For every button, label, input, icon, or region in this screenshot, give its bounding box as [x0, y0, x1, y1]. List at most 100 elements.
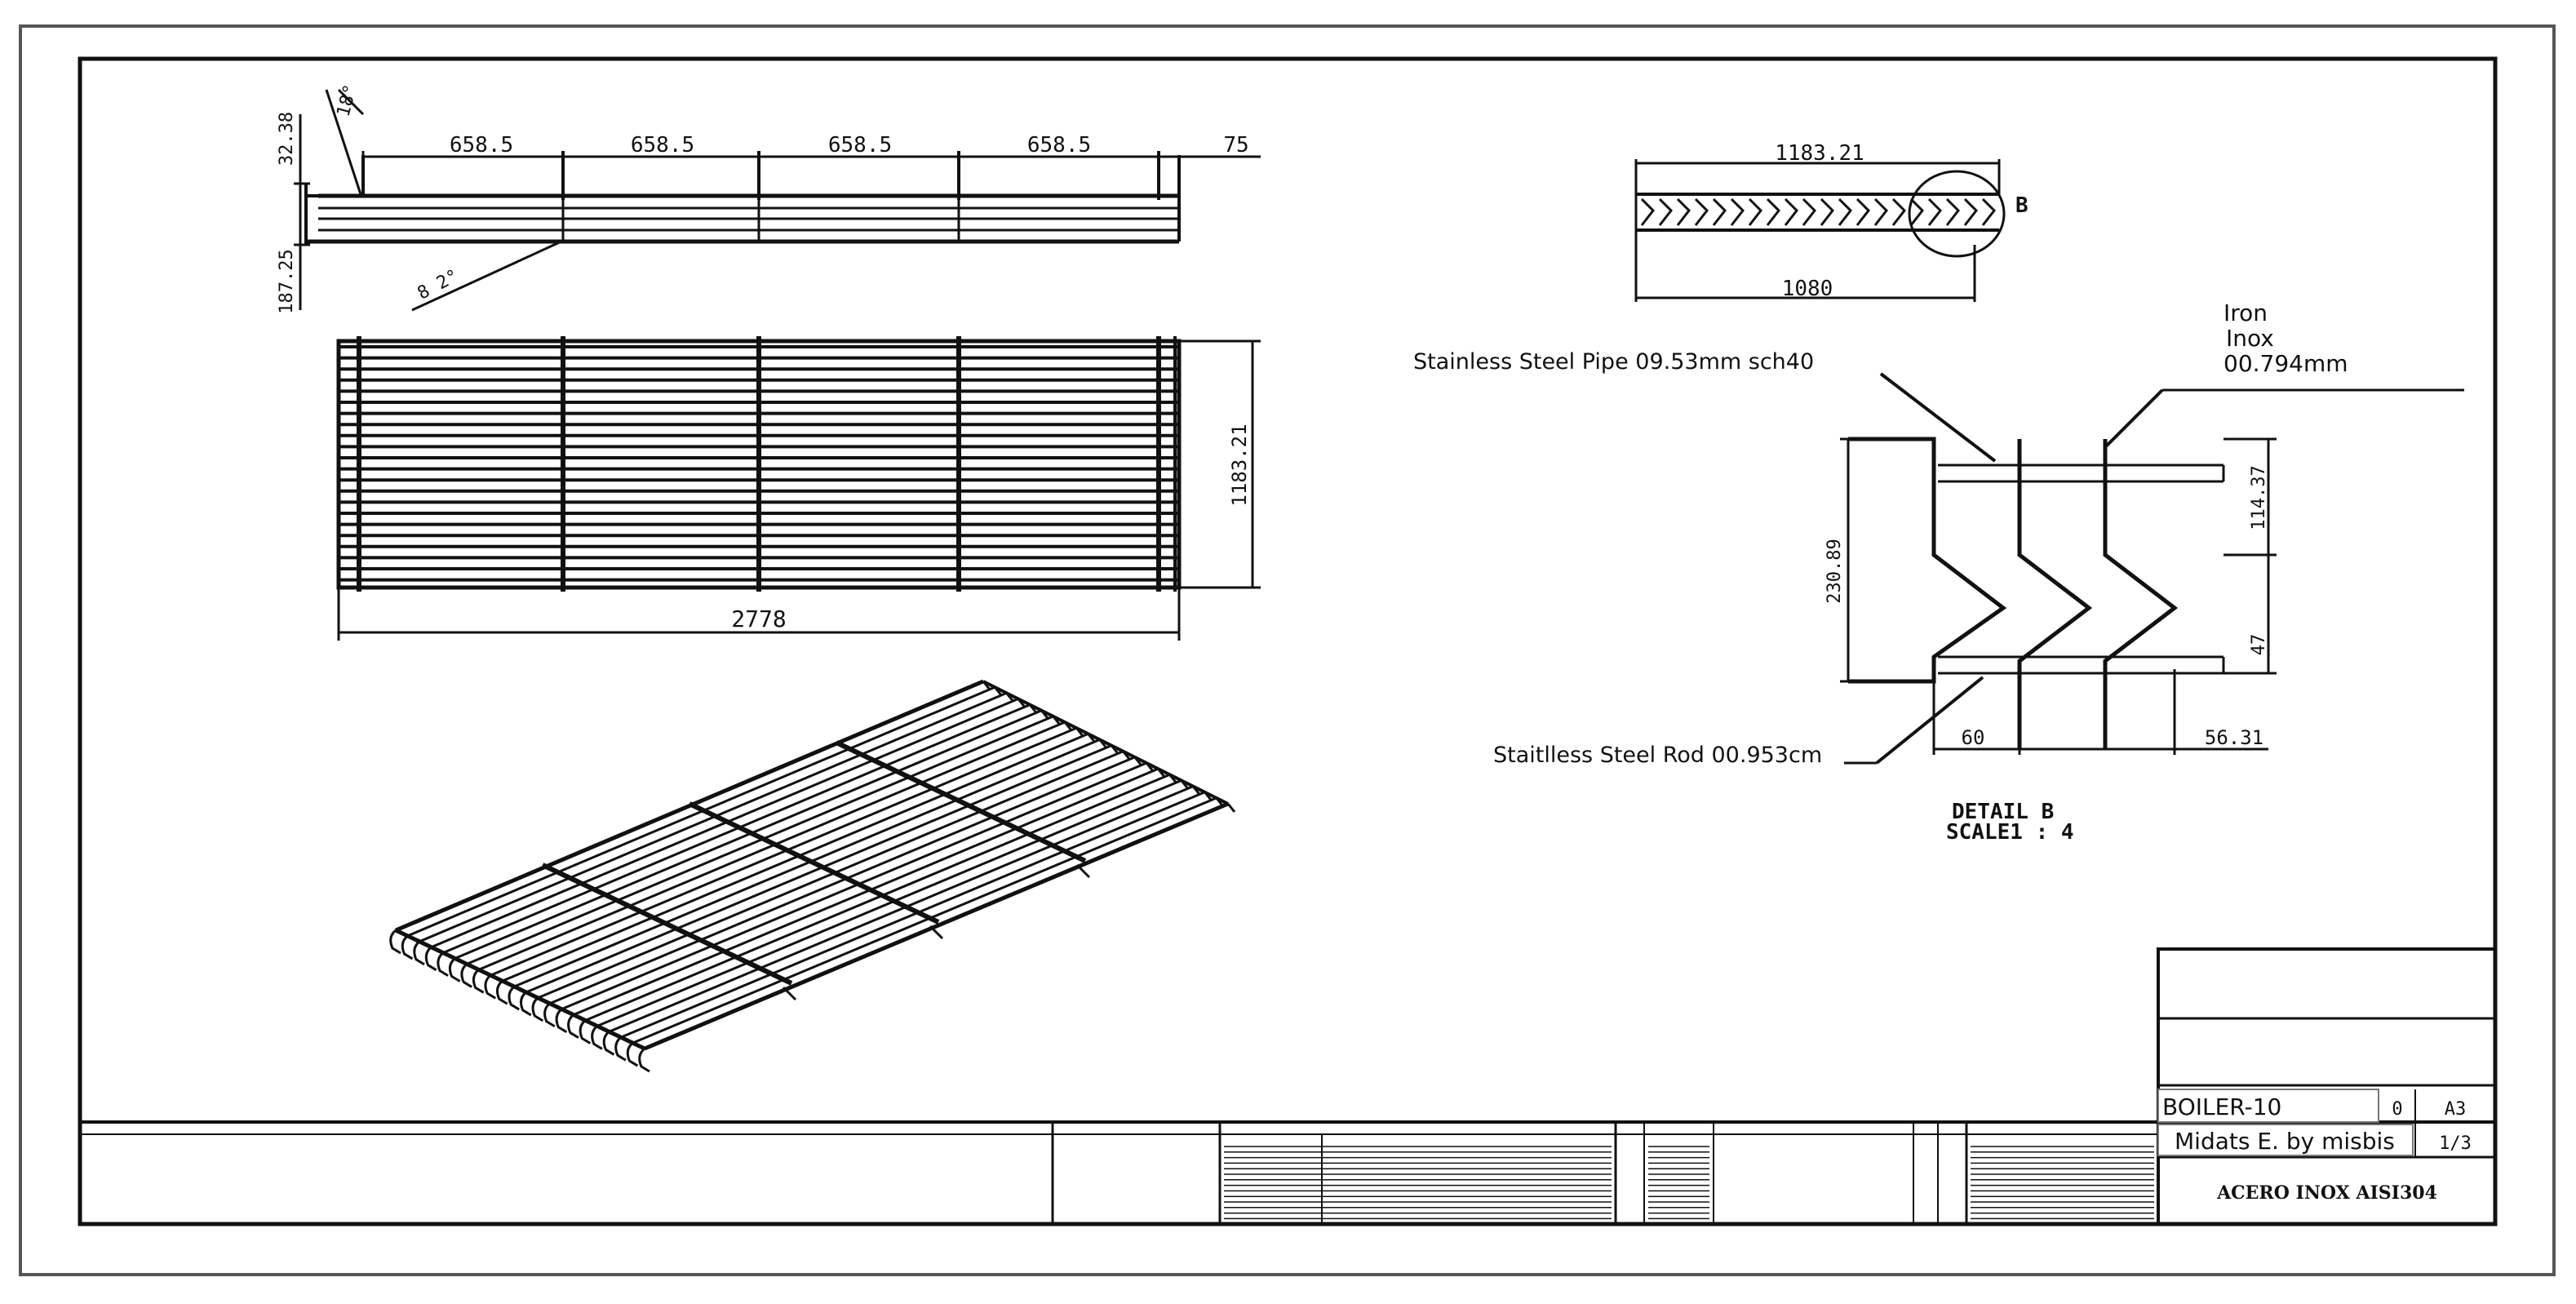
iso-rail [466, 715, 1054, 965]
iso-curl [555, 1008, 568, 1033]
iso-rail [478, 721, 1066, 971]
iso-curl [626, 1041, 639, 1067]
side-chevron [1927, 197, 1942, 226]
iso-curl [413, 940, 425, 966]
segment-dim-4: 658.5 [1027, 133, 1091, 157]
iso-end-tick [1028, 703, 1038, 714]
side-chevron [1676, 197, 1691, 226]
segment-dim-2: 658.5 [631, 133, 694, 157]
side-chevron [1945, 197, 1960, 226]
isometric-view [389, 679, 1236, 1073]
iso-curl [424, 946, 437, 971]
drawing-border [78, 56, 2498, 1226]
side-chevron [1712, 197, 1727, 226]
segment-dim-1: 658.5 [450, 133, 513, 157]
iron-label-2: Inox [2226, 325, 2274, 352]
iso-rail [454, 709, 1043, 960]
iso-end-tick [1110, 744, 1120, 755]
side-chevron [1658, 197, 1673, 226]
side-chevron [1981, 197, 1996, 226]
iso-curl [591, 1025, 603, 1050]
revision: 0 [2392, 1099, 2402, 1120]
angle-dim-top: 18° [334, 82, 361, 119]
side-bottom-dim: 1080 [1782, 277, 1833, 301]
iron-label-3: 00.794mm [2224, 350, 2348, 377]
iso-curl [508, 985, 521, 1011]
iso-end-tick [1145, 762, 1155, 772]
iso-rail [502, 732, 1089, 982]
outer-frame [19, 24, 2556, 1276]
iso-end-tick [1191, 785, 1201, 796]
iso-rail [561, 761, 1147, 1011]
side-view-labels: 1183.21 1080 B [1775, 141, 2028, 301]
detail-caption-2: SCALE1 : 4 [1946, 820, 2074, 845]
iso-end-tick [1215, 796, 1224, 807]
iso-rail [513, 738, 1101, 988]
iso-rail [608, 785, 1194, 1033]
drawing-name: BOILER-10 [2162, 1093, 2281, 1120]
iso-end-tick [1005, 692, 1014, 703]
iso-rail [525, 744, 1112, 994]
side-chevron [1838, 197, 1852, 226]
side-chevron [1820, 197, 1834, 226]
iso-end-tick [1040, 709, 1049, 720]
detail-dim-right-top: 114.37 [2249, 465, 2269, 530]
iso-end-tick [1180, 779, 1190, 790]
plan-width-dim: 1183.21 [1228, 424, 1251, 506]
side-chevron [1766, 197, 1780, 226]
iso-curl [520, 991, 532, 1017]
left-dim-top: 32.38 [277, 112, 297, 166]
detail-b-circle [1908, 170, 2006, 258]
iso-curl [531, 996, 544, 1022]
plan-view-labels: 2778 1183.21 [731, 424, 1251, 632]
iso-curl [484, 974, 496, 1000]
detail-dim-left: 230.89 [1824, 539, 1845, 603]
iso-end-tick [1098, 738, 1108, 749]
iso-end-tick [1122, 750, 1131, 761]
iso-end-tick [1052, 715, 1061, 725]
iron-label-1: Iron [2224, 299, 2268, 326]
iso-rail [549, 756, 1136, 1005]
side-chevron [1873, 197, 1888, 226]
drawing-name-box [2157, 1089, 2379, 1123]
sheet-size: A3 [2445, 1099, 2467, 1120]
top-elevation-labels: 658.5 658.5 658.5 658.5 75 32.38 187.25 … [277, 82, 1249, 314]
rod-label: Staitlless Steel Rod 00.953cm [1493, 743, 1822, 768]
side-chevron [1891, 197, 1906, 226]
side-chevron [1640, 197, 1655, 226]
iso-curl [437, 951, 449, 977]
iso-curl [638, 1047, 650, 1073]
iso-curl [389, 929, 401, 955]
side-chevron [1784, 197, 1798, 226]
iso-curl [579, 1019, 592, 1045]
author: Midats E. by misbis [2175, 1128, 2395, 1155]
iso-end-tick [994, 686, 1003, 697]
top-elevation-view [294, 88, 1261, 312]
detail-b-view [1840, 372, 2464, 765]
left-dim-bottom: 187.25 [277, 249, 297, 313]
side-chevron [1856, 197, 1870, 226]
author-box [2157, 1124, 2414, 1156]
iso-curl [543, 1002, 556, 1028]
iso-curl [448, 957, 461, 982]
detail-dim-right-bottom: 47 [2249, 634, 2269, 656]
side-chevron [1730, 197, 1745, 226]
iso-curl [602, 1031, 615, 1056]
side-chevron [1694, 197, 1709, 226]
side-chevron [1909, 197, 1924, 226]
iso-rail [584, 773, 1171, 1022]
iso-curl [495, 979, 508, 1005]
pipe-label: Stainless Steel Pipe 09.53mm sch40 [1413, 349, 1814, 375]
title-block-frame [80, 947, 2497, 1226]
iso-rail [596, 779, 1182, 1027]
iso-end-tick [1133, 756, 1142, 766]
iso-curl [401, 934, 414, 960]
iso-end-tick [1226, 803, 1236, 813]
detail-marker: B [2015, 193, 2028, 218]
iso-end-tick [1075, 727, 1084, 738]
iso-end-tick [1204, 791, 1213, 801]
plan-view [336, 336, 1261, 641]
iso-rail [573, 767, 1159, 1016]
title-block-text: BOILER-10 0 A3 Midats E. by misbis 1/3 A… [2157, 1089, 2472, 1204]
